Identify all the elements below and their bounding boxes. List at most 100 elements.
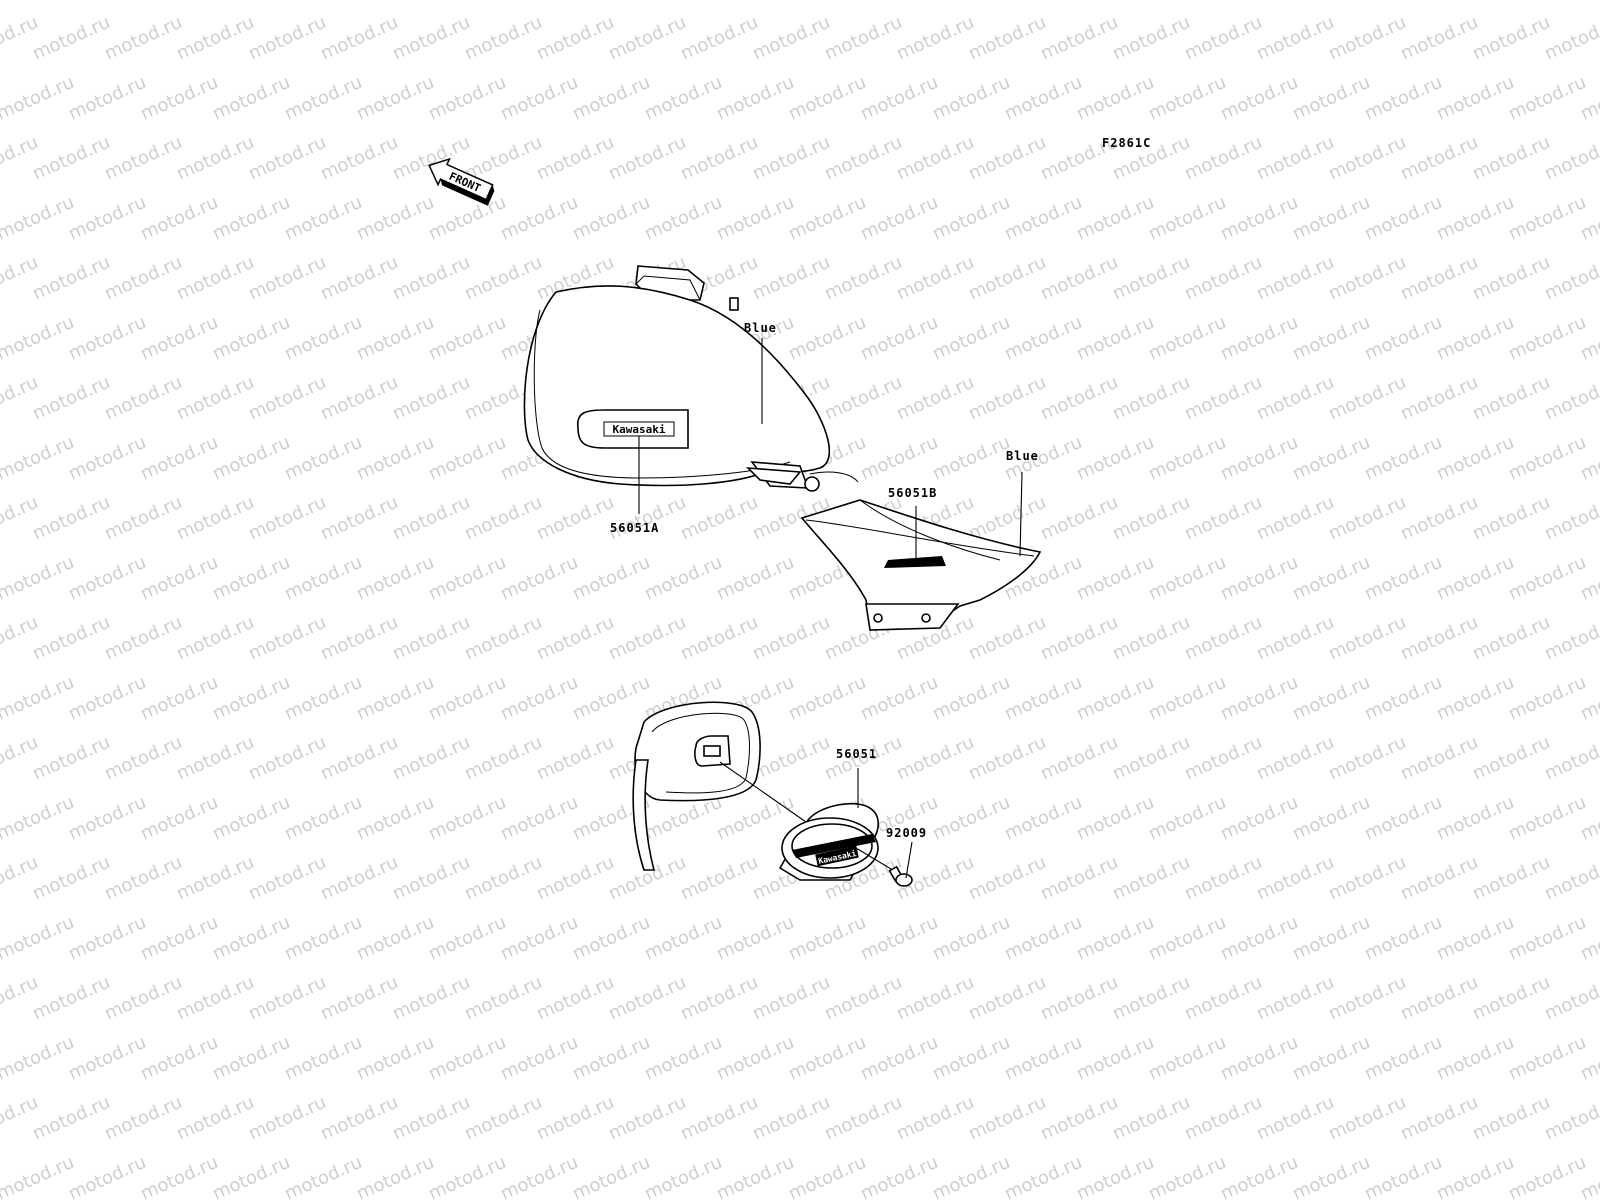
watermark-text: motod.ru [1217, 0, 1301, 5]
tank-color-label: Blue [744, 321, 777, 335]
watermark-text: motod.ru [0, 792, 77, 845]
watermark-text: motod.ru [1253, 132, 1337, 185]
watermark-text: motod.ru [1397, 372, 1481, 425]
watermark-text: motod.ru [173, 612, 257, 665]
watermark-text: motod.ru [1361, 552, 1445, 605]
watermark-text: motod.ru [353, 192, 437, 245]
watermark-text: motod.ru [641, 72, 725, 125]
watermark-text: motod.ru [137, 72, 221, 125]
watermark-text: motod.ru [641, 552, 725, 605]
watermark-text: motod.ru [101, 612, 185, 665]
watermark-text: motod.ru [605, 612, 689, 665]
watermark-text: motod.ru [1037, 612, 1121, 665]
watermark-text: motod.ru [1253, 1092, 1337, 1145]
watermark-text: motod.ru [713, 1152, 797, 1200]
watermark-text: motod.ru [209, 672, 293, 725]
watermark-text: motod.ru [1073, 72, 1157, 125]
watermark-text: motod.ru [1433, 432, 1517, 485]
watermark-text: motod.ru [1433, 792, 1517, 845]
watermark-text: motod.ru [893, 1092, 977, 1145]
watermark-text: motod.ru [29, 492, 113, 545]
watermark-text: motod.ru [569, 1032, 653, 1085]
watermark-text: motod.ru [137, 552, 221, 605]
cover-part-label: 56051B [888, 486, 937, 500]
watermark-text: motod.ru [461, 252, 545, 305]
watermark-text: motod.ru [1145, 912, 1229, 965]
emblem: Kawasaki [778, 802, 879, 881]
watermark-text: motod.ru [425, 1032, 509, 1085]
watermark-text: motod.ru [1037, 12, 1121, 65]
watermark-text: motod.ru [605, 492, 689, 545]
watermark-text: motod.ru [1253, 492, 1337, 545]
watermark-text: motod.ru [1109, 252, 1193, 305]
watermark-text: motod.ru [605, 12, 689, 65]
watermark-text: motod.ru [1397, 612, 1481, 665]
watermark-text: motod.ru [929, 1032, 1013, 1085]
watermark-text: motod.ru [677, 132, 761, 185]
watermark-text: motod.ru [749, 252, 833, 305]
watermark-text: motod.ru [1433, 552, 1517, 605]
watermark-text: motod.ru [965, 732, 1049, 785]
watermark-text: motod.ru [137, 912, 221, 965]
watermark-text: motod.ru [1541, 612, 1600, 665]
watermark-text: motod.ru [785, 0, 869, 5]
watermark-text: motod.ru [1037, 1092, 1121, 1145]
watermark-text: motod.ru [461, 732, 545, 785]
watermark-text: motod.ru [749, 1092, 833, 1145]
watermark-text: motod.ru [1469, 492, 1553, 545]
watermark-text: motod.ru [1433, 0, 1517, 5]
watermark-text: motod.ru [1145, 312, 1229, 365]
watermark-text: motod.ru [1397, 252, 1481, 305]
watermark-text: motod.ru [1469, 972, 1553, 1025]
watermark-text: motod.ru [533, 732, 617, 785]
watermark-text: motod.ru [893, 972, 977, 1025]
watermark-text: motod.ru [1325, 492, 1409, 545]
watermark-text: motod.ru [857, 1152, 941, 1200]
watermark-text: motod.ru [353, 72, 437, 125]
watermark-text: motod.ru [29, 1092, 113, 1145]
watermark-text: motod.ru [1001, 912, 1085, 965]
watermark-text: motod.ru [1073, 0, 1157, 5]
watermark-text: motod.ru [1361, 792, 1445, 845]
watermark-text: motod.ru [173, 252, 257, 305]
watermark-text: motod.ru [1397, 492, 1481, 545]
watermark-text: motod.ru [209, 192, 293, 245]
watermark-text: motod.ru [1037, 732, 1121, 785]
watermark-text: motod.ru [1361, 432, 1445, 485]
watermark-text: motod.ru [1505, 1032, 1589, 1085]
watermark-text: motod.ru [1433, 1032, 1517, 1085]
watermark-text: motod.ru [1397, 1092, 1481, 1145]
watermark-text: motod.ru [1325, 852, 1409, 905]
watermark-text: motod.ru [317, 132, 401, 185]
watermark-text: motod.ru [1181, 132, 1265, 185]
watermark-text: motod.ru [281, 1152, 365, 1200]
watermark-text: motod.ru [281, 0, 365, 5]
watermark-text: motod.ru [1289, 0, 1373, 5]
watermark-text: motod.ru [1217, 792, 1301, 845]
watermark-text: motod.ru [461, 492, 545, 545]
watermark-text: motod.ru [533, 12, 617, 65]
watermark-text: motod.ru [857, 192, 941, 245]
watermark-text: motod.ru [1433, 312, 1517, 365]
watermark-text: motod.ru [569, 672, 653, 725]
watermark-text: motod.ru [1325, 1092, 1409, 1145]
watermark-text: motod.ru [1181, 12, 1265, 65]
watermark-text: motod.ru [677, 1092, 761, 1145]
watermark-text: motod.ru [353, 432, 437, 485]
watermark-text: motod.ru [497, 72, 581, 125]
watermark-text: motod.ru [1181, 852, 1265, 905]
watermark-text: motod.ru [1145, 1152, 1229, 1200]
watermark-text: motod.ru [893, 132, 977, 185]
watermark-text: motod.ru [1541, 12, 1600, 65]
tank-logo: Kawasaki [613, 423, 666, 436]
watermark-text: motod.ru [893, 372, 977, 425]
watermark-text: motod.ru [1505, 792, 1589, 845]
watermark-text: motod.ru [245, 252, 329, 305]
watermark-text: motod.ru [173, 1092, 257, 1145]
watermark-text: motod.ru [245, 852, 329, 905]
watermark-text: motod.ru [1145, 1032, 1229, 1085]
watermark-text: motod.ru [1253, 612, 1337, 665]
watermark-text: motod.ru [65, 1032, 149, 1085]
watermark-text: motod.ru [1541, 132, 1600, 185]
